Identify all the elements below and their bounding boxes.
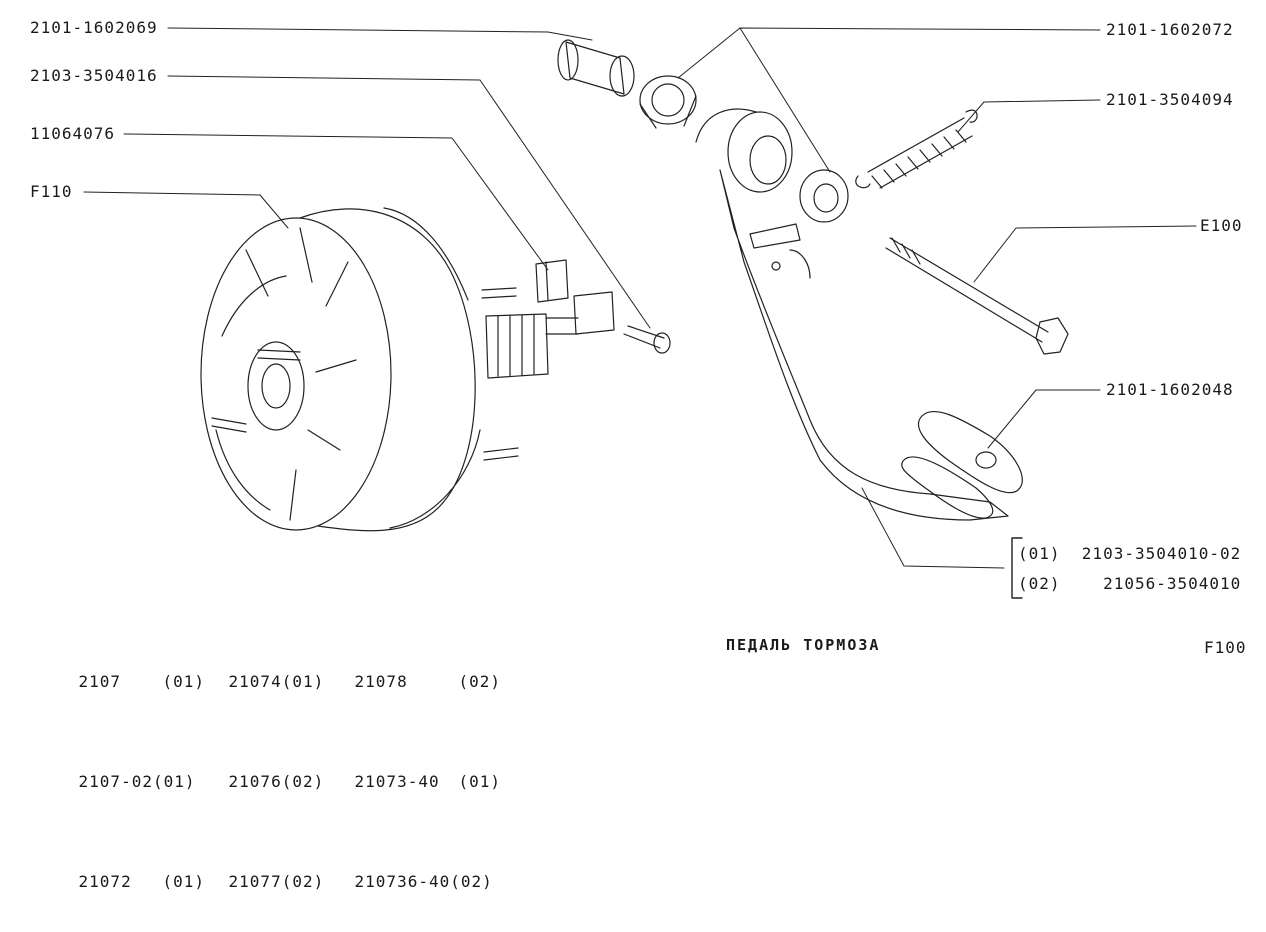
sleeve-right xyxy=(799,169,849,223)
leader-lines xyxy=(83,27,1197,569)
pedal-pad xyxy=(901,411,1023,519)
model-row: 21072 (01) 21077(02) 210736-40(02) xyxy=(36,852,501,912)
bushing xyxy=(557,39,635,97)
variant-row: (01) 2103-3504010-02 xyxy=(1018,545,1241,563)
bolt xyxy=(885,237,1069,355)
brake-pedal xyxy=(695,108,1009,521)
variant-tag: (01) xyxy=(1018,544,1061,563)
model-cell: 21078 xyxy=(354,672,408,691)
variant-code: 21056-3504010 xyxy=(1103,574,1242,593)
label-pad: 2101-1602048 xyxy=(1106,380,1234,399)
spacer xyxy=(749,223,801,249)
model-cell: 21073-40 xyxy=(354,772,440,791)
page-title: ПЕДАЛЬ ТОРМОЗА xyxy=(726,636,881,654)
model-cell: 21077(02) xyxy=(228,872,325,891)
model-cell: (01) xyxy=(162,672,206,691)
label-sleeve: 2101-1602072 xyxy=(1106,20,1234,39)
model-applicability-list: 2107(01)21074(01)21078(02) 2107-02(01)21… xyxy=(36,612,501,932)
model-cell: 2107 xyxy=(78,672,122,691)
variant-row: (02) 21056-3504010 xyxy=(1018,575,1241,593)
variant-tag: (02) xyxy=(1018,574,1061,593)
variant-code: 2103-3504010-02 xyxy=(1081,544,1242,563)
return-spring xyxy=(855,109,978,189)
label-spring: 2101-3504094 xyxy=(1106,90,1234,109)
model-cell: (01) xyxy=(162,872,206,891)
brake-pedal-diagram xyxy=(83,27,1197,599)
brake-booster xyxy=(200,207,615,532)
label-clevis-pin: 2103-3504016 xyxy=(30,66,158,85)
model-cell: 21074(01) xyxy=(228,672,325,691)
model-cell: 210736-40(02) xyxy=(354,872,493,891)
label-bushing: 2101-1602069 xyxy=(30,18,158,37)
clevis-pin xyxy=(623,325,671,354)
model-row: 2107 (01) 21074(01) 21078 (02) xyxy=(36,652,501,712)
label-bolt: E100 xyxy=(1200,216,1243,235)
page-code: F100 xyxy=(1204,638,1247,657)
model-cell: 2107-02(01) xyxy=(78,772,196,791)
label-booster: F110 xyxy=(30,182,73,201)
variant-bracket xyxy=(1011,537,1023,599)
model-cell: (01) xyxy=(458,772,502,791)
model-cell: 21072 xyxy=(78,872,132,891)
sleeve xyxy=(639,75,697,129)
model-row: 2107-02(01) 21076(02) 21073-40 (01) xyxy=(36,752,501,812)
label-clip: 11064076 xyxy=(30,124,116,143)
model-cell: 21076(02) xyxy=(228,772,325,791)
model-cell: (02) xyxy=(458,672,502,691)
